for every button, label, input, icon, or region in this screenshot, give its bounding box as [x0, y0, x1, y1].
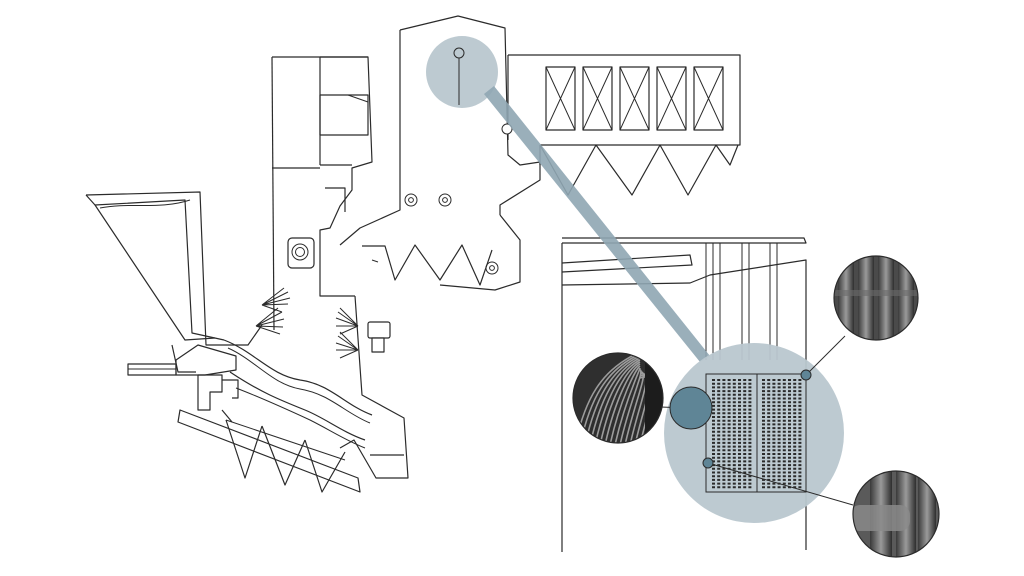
second-pass — [339, 15, 541, 291]
photo-texture-line — [614, 367, 641, 443]
tube-detail-left — [573, 353, 663, 443]
photo-texture-line — [619, 369, 642, 443]
convection-bank — [507, 54, 741, 196]
tube-bundle-boxes — [545, 66, 724, 131]
photo-texture-line — [609, 365, 641, 443]
feed-ram — [127, 344, 237, 376]
tube-detail-lower-right — [853, 471, 939, 557]
photo-texture-line — [604, 363, 641, 443]
photo-texture-line — [594, 359, 641, 443]
furnace-shaft — [271, 56, 373, 331]
photo-texture-line — [629, 373, 648, 443]
magnifier-callout-icon — [664, 343, 844, 523]
boiler-outer-wall — [339, 295, 409, 479]
grate-bed — [223, 339, 373, 449]
furnace-top-highlight — [426, 36, 710, 362]
photo-texture-line — [599, 361, 641, 443]
tube-section-frame — [561, 237, 807, 552]
air-nozzles — [255, 287, 391, 359]
photo-texture-line — [624, 371, 645, 443]
detail-connectors — [659, 335, 854, 506]
tube-detail-upper-right — [834, 256, 918, 340]
photo-detail-icon — [572, 255, 940, 558]
stoker-steps — [197, 374, 239, 423]
feed-hopper — [85, 191, 263, 373]
ash-hoppers-lower — [177, 409, 361, 493]
burner-port — [287, 237, 315, 269]
photo-texture-line — [589, 357, 641, 443]
